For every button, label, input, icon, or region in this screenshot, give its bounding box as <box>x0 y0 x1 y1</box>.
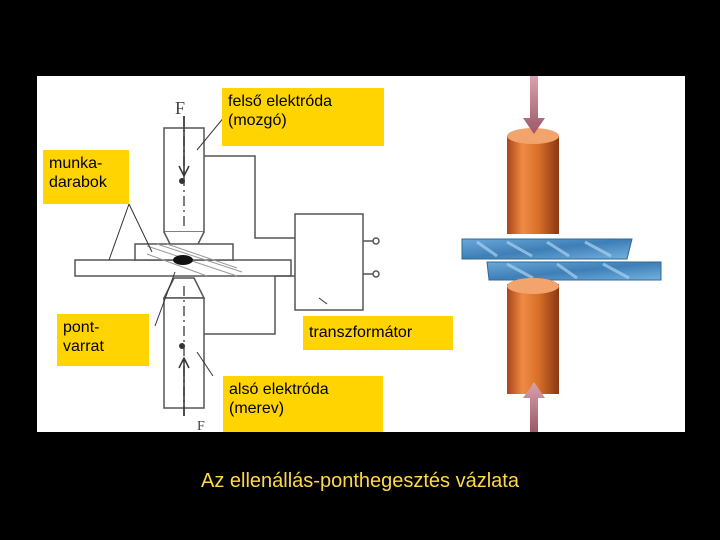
schematic-drawing: F F <box>74 76 662 432</box>
workpiece-sheets-schematic <box>74 243 292 277</box>
diagram-caption: Az ellenállás-ponthegesztés vázlata <box>201 470 519 492</box>
label-lower-electrode: alsó elektróda (merev) <box>223 376 383 432</box>
force-letter-top: F <box>175 98 185 118</box>
force-arrow-up <box>523 382 545 432</box>
force-arrow-down <box>523 76 545 134</box>
label-transformer: transzformátor <box>303 316 453 350</box>
label-workpieces: munka- darabok <box>43 150 129 204</box>
force-letter-bottom: F <box>197 419 205 432</box>
upper-electrode-schematic <box>163 116 205 253</box>
steel-sheets <box>461 238 662 281</box>
transformer-schematic <box>204 155 380 335</box>
label-upper-electrode: felső elektróda (mozgó) <box>222 88 384 146</box>
leader-lines <box>108 115 328 377</box>
lower-copper-electrode <box>507 278 559 394</box>
label-spot-weld: pont- varrat <box>57 314 149 366</box>
weld-nugget <box>173 255 193 265</box>
upper-copper-electrode <box>507 128 559 234</box>
lower-electrode-schematic <box>162 277 206 416</box>
diagram-panel: F F <box>37 76 685 432</box>
